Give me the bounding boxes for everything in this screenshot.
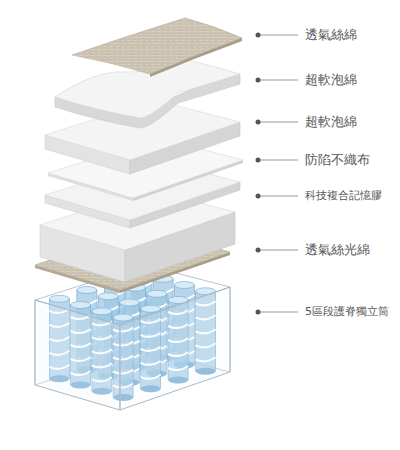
leader-dots — [256, 33, 261, 315]
layer-label: 透氣絲光綿 — [305, 242, 370, 258]
silk-fiber-sheet — [72, 18, 242, 77]
layer-label: 5區段護脊獨立筒 — [305, 305, 389, 318]
layer-label: 超軟泡綿 — [305, 114, 357, 130]
layer-label: 防陷不織布 — [305, 152, 370, 168]
layer-label: 科技複合記憶膠 — [305, 189, 382, 202]
leader-lines — [258, 35, 298, 312]
layer-label: 透氣絲綿 — [305, 27, 357, 43]
layer-label: 超軟泡綿 — [305, 72, 357, 88]
